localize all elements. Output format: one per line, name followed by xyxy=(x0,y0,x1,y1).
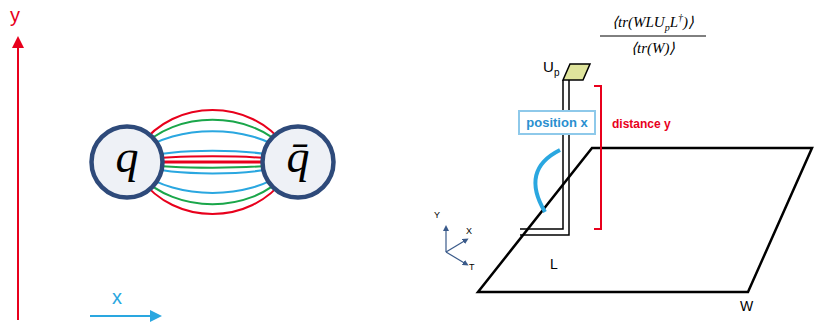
plaquette-label: U xyxy=(543,58,554,75)
formula-text: † xyxy=(678,12,683,23)
formula-text: ⟨tr(W)⟩ xyxy=(631,40,676,56)
flux-tube-line xyxy=(162,161,263,164)
flux-line xyxy=(140,120,285,149)
link-label: L xyxy=(550,256,558,272)
formula-text: p xyxy=(665,22,670,33)
axis-label: X xyxy=(466,226,472,236)
axis-label: x xyxy=(112,286,122,309)
fraction-denominator: ⟨tr(W)⟩ xyxy=(631,39,676,57)
flux-line xyxy=(140,178,285,214)
x-axis-arrow xyxy=(90,315,156,317)
distance-bracket xyxy=(594,86,601,229)
plaquette-subscript: p xyxy=(554,67,560,78)
axis-label: Y xyxy=(434,210,440,220)
plaquette xyxy=(563,64,590,80)
node-label: q xyxy=(116,130,139,183)
wilson-loop xyxy=(478,148,812,292)
node-label: q̄ xyxy=(287,130,310,183)
staple-line xyxy=(520,80,569,235)
axis-arrow xyxy=(446,252,466,264)
quark-circle: q xyxy=(89,124,165,200)
fraction-numerator: ⟨tr(WLUpL†)⟩ xyxy=(612,12,694,33)
loop-label: W xyxy=(740,298,753,314)
axis-arrow xyxy=(446,240,466,252)
position-box: position x xyxy=(518,110,596,135)
position-arc xyxy=(535,150,560,212)
axis-label: T xyxy=(469,262,475,272)
formula-text: ⟨tr(WLU xyxy=(612,14,665,30)
formula-text: L xyxy=(670,14,678,30)
formula-text: )⟩ xyxy=(683,14,694,30)
axis-arrow xyxy=(445,228,446,252)
axis-label: y xyxy=(10,4,20,27)
antiquark-circle: q̄ xyxy=(260,124,336,200)
y-axis-arrow xyxy=(17,42,19,320)
fraction-bar xyxy=(600,36,706,37)
node-label: position x xyxy=(526,115,587,130)
distance-label: distance y xyxy=(612,117,671,131)
staple-line xyxy=(520,80,563,229)
